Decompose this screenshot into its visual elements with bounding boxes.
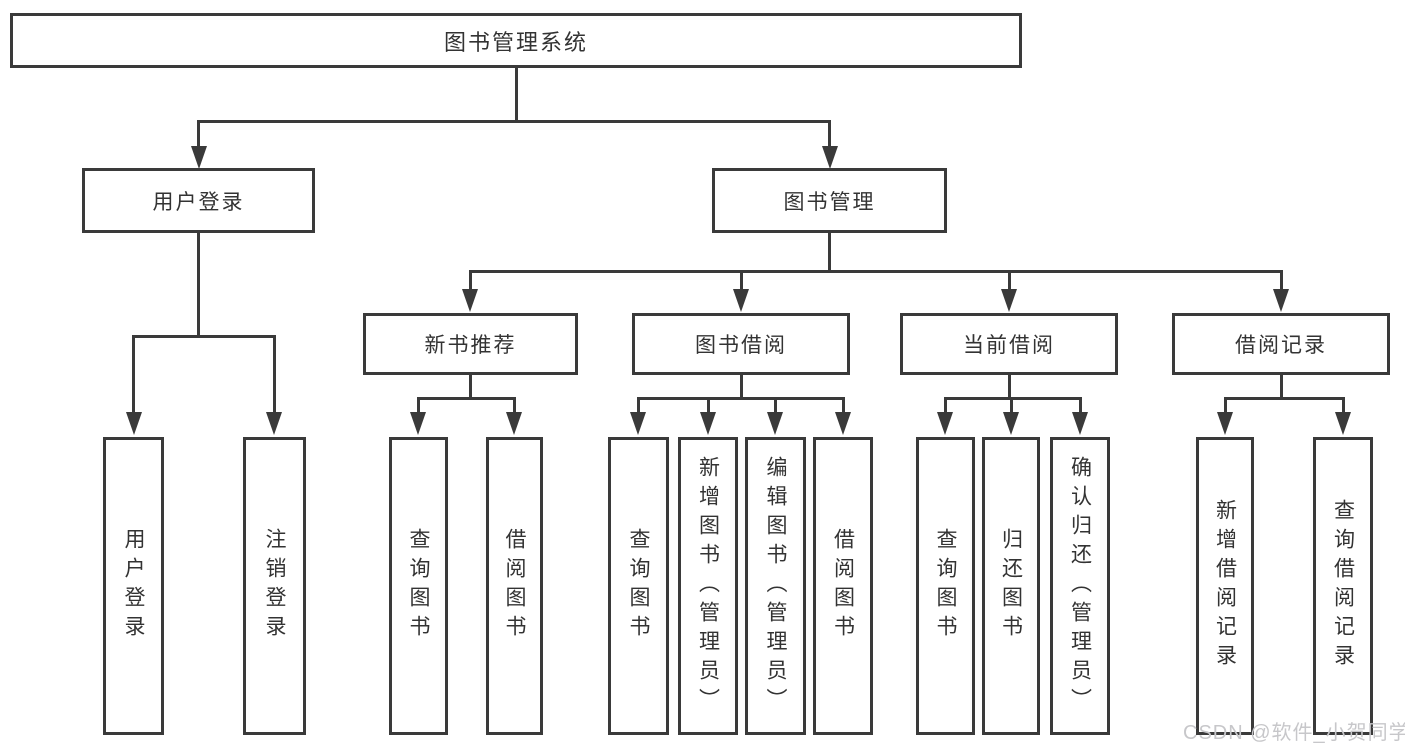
arrow-down-icon — [835, 412, 851, 435]
node-label: 借阅图书 — [503, 528, 526, 644]
connector-drop — [1008, 270, 1011, 292]
node-label: 新增借阅记录 — [1213, 499, 1237, 673]
node-label: 归还图书 — [999, 528, 1023, 644]
connector-drop — [1224, 397, 1227, 415]
node-label: 用户登录 — [122, 528, 145, 644]
connector-drop — [513, 397, 516, 415]
arrow-down-icon — [767, 412, 783, 435]
connector-bar — [1224, 397, 1345, 400]
connector-drop — [273, 335, 276, 415]
leaf-confirm-return-admin: 确认归还（管理员） — [1050, 437, 1110, 735]
connector-level2-bar — [197, 120, 831, 123]
connector-stem — [740, 374, 743, 397]
connector-drop — [707, 397, 710, 415]
arrow-down-icon — [191, 146, 207, 169]
node-label: 图书借阅 — [695, 334, 787, 357]
arrow-down-icon — [1003, 412, 1019, 435]
connector-drop — [740, 270, 743, 292]
connector-drop — [469, 270, 472, 292]
node-label: 查询借阅记录 — [1331, 499, 1355, 673]
connector-drop — [637, 397, 640, 415]
connector-drop — [842, 397, 845, 415]
node-label: 借阅记录 — [1235, 334, 1327, 357]
arrow-down-icon — [410, 412, 426, 435]
connector-stem — [1008, 374, 1011, 397]
node-book-mgmt: 图书管理 — [712, 168, 947, 233]
leaf-borrow-books-new: 借阅图书 — [486, 437, 543, 735]
leaf-query-books-current: 查询图书 — [916, 437, 975, 735]
node-book-borrow: 图书借阅 — [632, 313, 850, 375]
leaf-query-books-new: 查询图书 — [389, 437, 448, 735]
node-label: 编辑图书（管理员） — [764, 455, 787, 717]
arrow-down-icon — [733, 289, 749, 312]
connector-login-stem — [197, 232, 200, 335]
node-root: 图书管理系统 — [10, 13, 1022, 68]
arrow-down-icon — [1001, 289, 1017, 312]
node-new-books: 新书推荐 — [363, 313, 578, 375]
arrow-down-icon — [630, 412, 646, 435]
connector-drop — [1342, 397, 1345, 415]
leaf-query-borrow-record: 查询借阅记录 — [1313, 437, 1373, 735]
leaf-borrow-books: 借阅图书 — [813, 437, 873, 735]
connector-login-bar — [132, 335, 276, 338]
arrow-down-icon — [937, 412, 953, 435]
arrow-down-icon — [1335, 412, 1351, 435]
arrow-down-icon — [126, 412, 142, 435]
arrow-down-icon — [1217, 412, 1233, 435]
connector-drop — [944, 397, 947, 415]
connector-root-stem — [515, 68, 518, 120]
connector-mgmt-stem — [828, 232, 831, 270]
arrow-down-icon — [700, 412, 716, 435]
node-user-login: 用户登录 — [82, 168, 315, 233]
node-label: 确认归还（管理员） — [1068, 455, 1092, 717]
connector-stem — [469, 374, 472, 397]
arrow-down-icon — [1072, 412, 1088, 435]
node-label: 查询图书 — [934, 528, 957, 644]
node-label: 用户登录 — [152, 190, 245, 214]
arrow-down-icon — [822, 146, 838, 169]
connector-bar — [637, 397, 845, 400]
arrow-down-icon — [506, 412, 522, 435]
leaf-edit-books-admin: 编辑图书（管理员） — [745, 437, 806, 735]
connector-drop — [132, 335, 135, 415]
connector-stem — [1280, 374, 1283, 397]
connector-drop — [774, 397, 777, 415]
connector-drop — [417, 397, 420, 415]
leaf-add-borrow-record: 新增借阅记录 — [1196, 437, 1254, 735]
connector-drop — [1280, 270, 1283, 292]
leaf-add-books-admin: 新增图书（管理员） — [678, 437, 738, 735]
node-label: 新增图书（管理员） — [696, 455, 720, 717]
csdn-watermark: CSDN @软件_小贺同学 — [1183, 722, 1405, 744]
leaf-user-login: 用户登录 — [103, 437, 164, 735]
arrow-down-icon — [462, 289, 478, 312]
node-label: 注销登录 — [263, 528, 286, 644]
connector-drop — [197, 120, 200, 149]
connector-bar — [944, 397, 1082, 400]
leaf-logout: 注销登录 — [243, 437, 306, 735]
node-label: 当前借阅 — [963, 334, 1055, 357]
node-label: 图书管理 — [783, 190, 876, 214]
node-label: 借阅图书 — [831, 528, 855, 644]
connector-drop — [1010, 397, 1013, 415]
leaf-return-books: 归还图书 — [982, 437, 1040, 735]
leaf-query-books-borrow: 查询图书 — [608, 437, 669, 735]
node-label: 查询图书 — [407, 528, 430, 644]
arrow-down-icon — [1273, 289, 1289, 312]
node-label: 图书管理系统 — [443, 29, 588, 55]
arrow-down-icon — [266, 412, 282, 435]
connector-bar — [417, 397, 516, 400]
node-label: 查询图书 — [627, 528, 650, 644]
connector-level3-bar — [469, 270, 1282, 273]
connector-drop — [1079, 397, 1082, 415]
node-borrow-records: 借阅记录 — [1172, 313, 1390, 375]
connector-drop — [828, 120, 831, 149]
node-label: 新书推荐 — [424, 334, 517, 357]
node-current-borrow: 当前借阅 — [900, 313, 1118, 375]
